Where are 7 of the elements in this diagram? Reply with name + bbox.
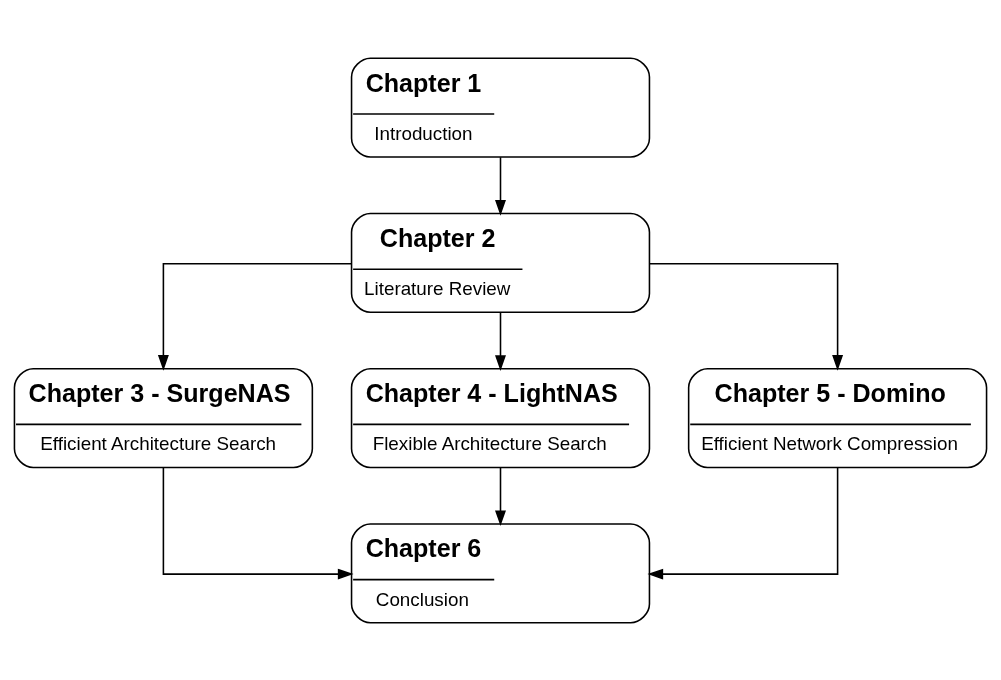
arrow: [495, 311, 506, 371]
arrow: [162, 466, 354, 580]
arrow: [495, 155, 506, 216]
arrow: [495, 466, 506, 526]
arrow: [649, 262, 844, 371]
arrow: [157, 262, 352, 371]
arrow: [647, 466, 839, 580]
